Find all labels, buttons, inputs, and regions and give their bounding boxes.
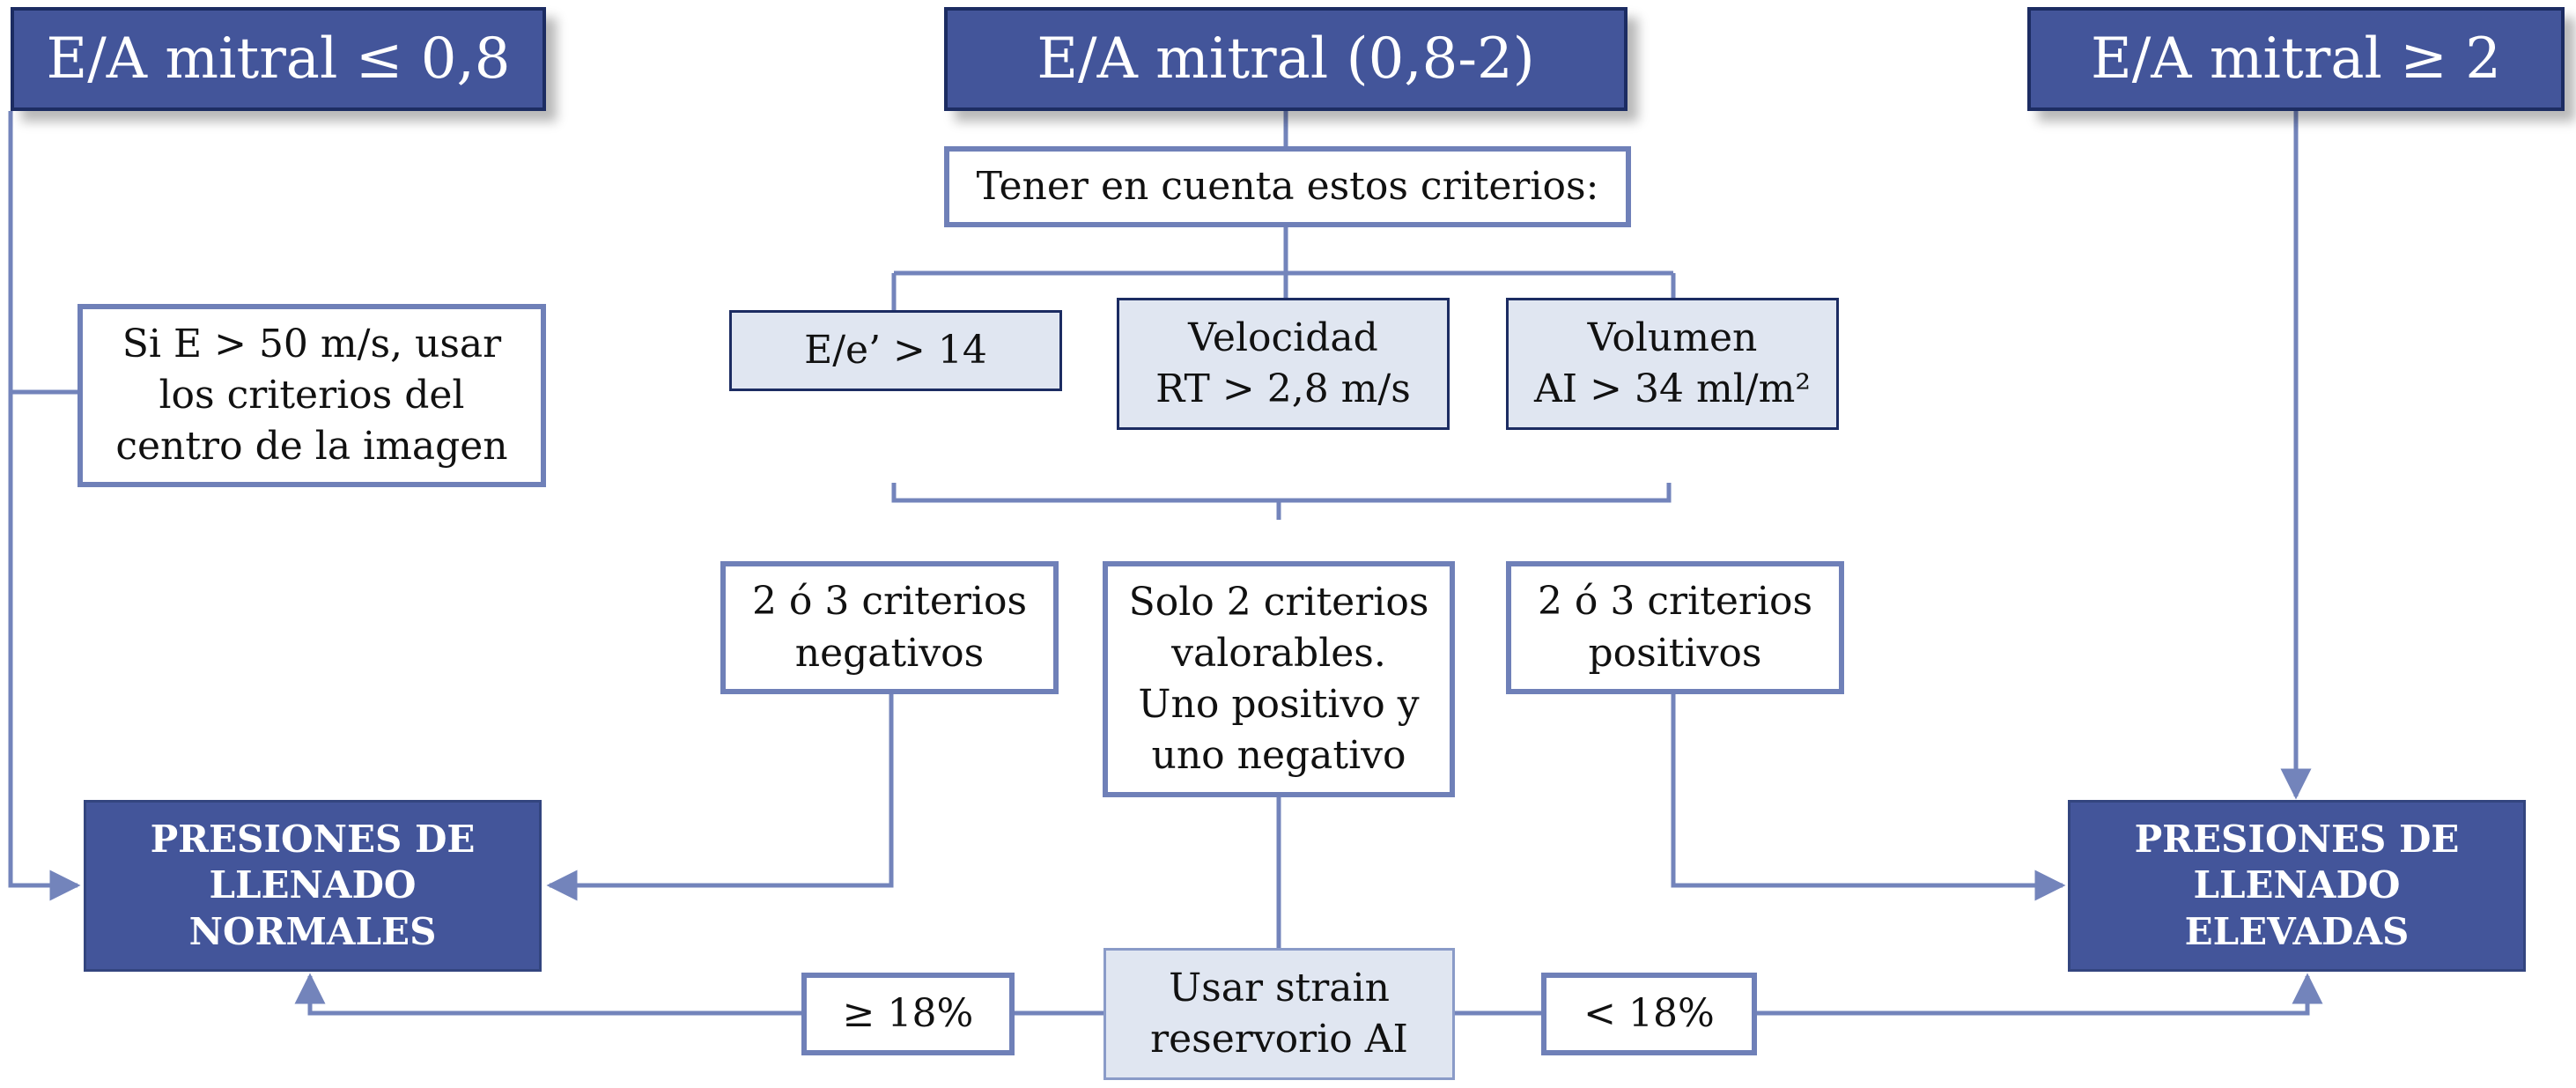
strain-to-normal-line — [310, 976, 1103, 1016]
criteria-split-line — [891, 227, 1676, 310]
criteria-bracket — [891, 483, 1672, 520]
result-elevated-text: PRESIONES DE LLENADO ELEVADAS — [2134, 817, 2460, 953]
threshold-low-text: ≥ 18% — [842, 990, 974, 1036]
strain-text: Usar strain reservorio AI — [1150, 965, 1408, 1062]
criteria-intro-text: Tener en cuenta estos criterios: — [976, 163, 1599, 209]
outcome-positive-box: 2 ó 3 criterios positivos — [1506, 561, 1844, 694]
criterion-velocity: Velocidad RT > 2,8 m/s — [1117, 298, 1450, 430]
strain-box: Usar strain reservorio AI — [1103, 948, 1455, 1080]
criterion-ee: E/e’ > 14 — [729, 310, 1062, 391]
outcome-positive-text: 2 ó 3 criterios positivos — [1537, 579, 1813, 676]
result-elevated-box: PRESIONES DE LLENADO ELEVADAS — [2068, 800, 2526, 972]
threshold-high-box: < 18% — [1541, 973, 1757, 1055]
header-ea-high-label: E/A mitral ≥ 2 — [2091, 26, 2501, 92]
result-normal-text: PRESIONES DE LLENADO NORMALES — [150, 817, 476, 953]
result-normal-box: PRESIONES DE LLENADO NORMALES — [84, 800, 542, 972]
criterion-velocity-text: Velocidad RT > 2,8 m/s — [1155, 315, 1411, 411]
header-ea-low: E/A mitral ≤ 0,8 — [11, 7, 546, 111]
strain-to-elevated-line — [1455, 976, 2307, 1016]
left-branch-line — [8, 111, 81, 901]
outcome-negative-text: 2 ó 3 criterios negativos — [751, 579, 1028, 676]
criteria-intro-box: Tener en cuenta estos criterios: — [944, 146, 1631, 227]
header-ea-high: E/A mitral ≥ 2 — [2027, 7, 2565, 111]
criterion-volume-text: Volumen AI > 34 ml/m² — [1534, 315, 1811, 411]
header-ea-low-label: E/A mitral ≤ 0,8 — [46, 26, 511, 92]
threshold-low-box: ≥ 18% — [801, 973, 1015, 1055]
positive-to-elevated-arrow — [1671, 694, 2066, 901]
criterion-volume: Volumen AI > 34 ml/m² — [1506, 298, 1839, 430]
header-ea-mid-label: E/A mitral (0,8-2) — [1037, 26, 1535, 92]
outcome-mixed-box: Solo 2 criterios valorables. Uno positiv… — [1103, 561, 1455, 797]
threshold-high-text: < 18% — [1583, 990, 1715, 1036]
header-ea-mid: E/A mitral (0,8-2) — [944, 7, 1628, 111]
negative-to-normal-arrow — [546, 694, 894, 901]
left-note-text: Si E > 50 m/s, usar los criterios del ce… — [115, 321, 508, 470]
outcome-mixed-text: Solo 2 criterios valorables. Uno positiv… — [1128, 579, 1429, 779]
criterion-ee-text: E/e’ > 14 — [804, 327, 987, 373]
outcome-negative-box: 2 ó 3 criterios negativos — [720, 561, 1059, 694]
left-note-box: Si E > 50 m/s, usar los criterios del ce… — [78, 304, 546, 487]
